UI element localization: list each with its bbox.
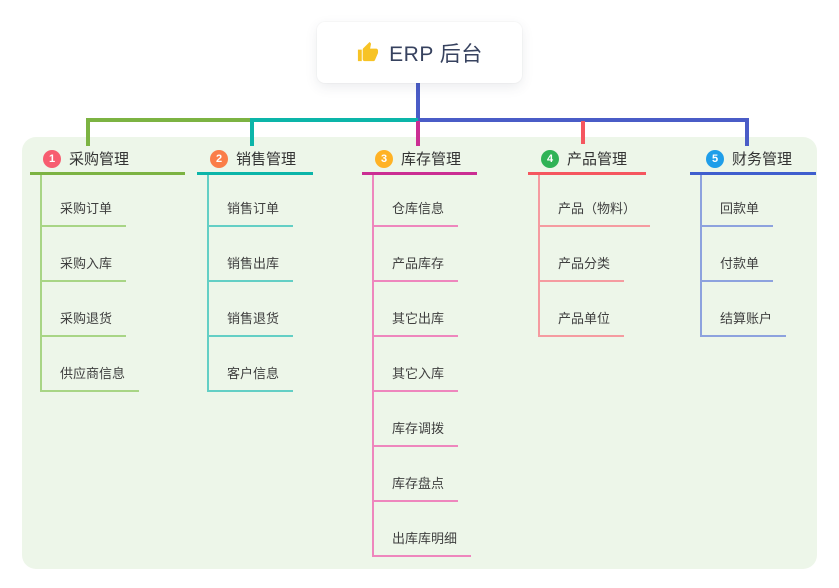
branch-label: 采购管理 <box>69 151 130 168</box>
child-label: 库存调拨 <box>374 418 459 447</box>
child-label: 出库库明细 <box>374 528 472 557</box>
branch-drop-line-4 <box>581 121 585 144</box>
branch-drop-line-1 <box>86 118 90 146</box>
child-node[interactable]: 付款单 <box>702 227 786 282</box>
child-node[interactable]: 客户信息 <box>209 337 294 392</box>
child-label: 仓库信息 <box>374 198 459 227</box>
branch-children: 产品（物料） 产品分类 产品单位 <box>538 175 651 337</box>
branch-node-product[interactable]: 4 产品管理 <box>528 145 646 175</box>
child-node[interactable]: 产品分类 <box>540 227 650 282</box>
branch-drop-line-3 <box>416 121 420 146</box>
child-label: 产品库存 <box>374 253 459 282</box>
child-label: 客户信息 <box>209 363 294 392</box>
child-label: 供应商信息 <box>42 363 140 392</box>
child-label: 采购退货 <box>42 308 127 337</box>
branch-children: 仓库信息 产品库存 其它出库 其它入库 库存调拨 库存盘点 出库库明细 <box>372 175 472 557</box>
root-connector-line <box>416 82 420 120</box>
child-label: 采购入库 <box>42 253 127 282</box>
bus-line-blue <box>418 118 749 122</box>
child-node[interactable]: 销售出库 <box>209 227 294 282</box>
child-label: 库存盘点 <box>374 473 459 502</box>
child-label: 付款单 <box>702 253 774 282</box>
branch-node-purchase[interactable]: 1 采购管理 <box>30 145 185 175</box>
child-label: 销售退货 <box>209 308 294 337</box>
branch-children: 回款单 付款单 结算账户 <box>700 175 787 337</box>
child-node[interactable]: 产品库存 <box>374 227 471 282</box>
child-node[interactable]: 库存盘点 <box>374 447 471 502</box>
child-label: 销售出库 <box>209 253 294 282</box>
branch-node-inventory[interactable]: 3 库存管理 <box>362 145 477 175</box>
branch-children: 销售订单 销售出库 销售退货 客户信息 <box>207 175 294 392</box>
branch-label: 库存管理 <box>401 151 462 168</box>
branch-drop-line-2 <box>250 118 254 146</box>
branch-label: 产品管理 <box>567 151 628 168</box>
child-node[interactable]: 库存调拨 <box>374 392 471 447</box>
child-label: 产品（物料） <box>540 198 651 227</box>
child-label: 产品单位 <box>540 308 625 337</box>
child-label: 采购订单 <box>42 198 127 227</box>
child-node[interactable]: 采购入库 <box>42 227 139 282</box>
branch-number-badge: 3 <box>375 149 393 168</box>
child-label: 回款单 <box>702 198 774 227</box>
child-node[interactable]: 其它入库 <box>374 337 471 392</box>
child-label: 销售订单 <box>209 198 294 227</box>
branch-number-badge: 1 <box>43 149 61 168</box>
root-title: ERP 后台 <box>389 42 483 66</box>
child-node[interactable]: 产品单位 <box>540 282 650 337</box>
branch-label: 销售管理 <box>236 151 297 168</box>
child-node[interactable]: 仓库信息 <box>374 175 471 227</box>
child-node[interactable]: 出库库明细 <box>374 502 472 557</box>
child-node[interactable]: 供应商信息 <box>42 337 140 392</box>
child-label: 产品分类 <box>540 253 625 282</box>
child-node[interactable]: 销售订单 <box>209 175 294 227</box>
branch-label: 财务管理 <box>732 151 793 168</box>
child-label: 其它入库 <box>374 363 459 392</box>
branch-product: 4 产品管理 产品（物料） 产品分类 产品单位 <box>528 145 651 337</box>
branch-purchase: 1 采购管理 采购订单 采购入库 采购退货 供应商信息 <box>30 145 185 392</box>
child-node[interactable]: 销售退货 <box>209 282 294 337</box>
branch-children: 采购订单 采购入库 采购退货 供应商信息 <box>40 175 140 392</box>
child-node[interactable]: 结算账户 <box>702 282 787 337</box>
branch-number-badge: 4 <box>541 149 559 168</box>
child-label: 结算账户 <box>702 308 787 337</box>
branches-panel-background <box>22 137 817 569</box>
branch-number-badge: 5 <box>706 149 724 168</box>
branch-node-finance[interactable]: 5 财务管理 <box>690 145 816 175</box>
child-node[interactable]: 回款单 <box>702 175 786 227</box>
thumbs-up-icon <box>358 41 379 62</box>
root-node[interactable]: ERP 后台 <box>317 22 522 83</box>
branch-number-badge: 2 <box>210 149 228 168</box>
child-node[interactable]: 其它出库 <box>374 282 471 337</box>
child-node[interactable]: 产品（物料） <box>540 175 651 227</box>
branch-finance: 5 财务管理 回款单 付款单 结算账户 <box>690 145 816 337</box>
branch-inventory: 3 库存管理 仓库信息 产品库存 其它出库 其它入库 库存调拨 库存盘点 出库库… <box>362 145 477 557</box>
child-node[interactable]: 采购订单 <box>42 175 139 227</box>
bus-line-teal <box>252 118 418 122</box>
bus-line-green <box>86 118 252 122</box>
branch-drop-line-5 <box>745 118 749 146</box>
child-label: 其它出库 <box>374 308 459 337</box>
child-node[interactable]: 采购退货 <box>42 282 139 337</box>
branch-node-sales[interactable]: 2 销售管理 <box>197 145 313 175</box>
branch-sales: 2 销售管理 销售订单 销售出库 销售退货 客户信息 <box>197 145 313 392</box>
